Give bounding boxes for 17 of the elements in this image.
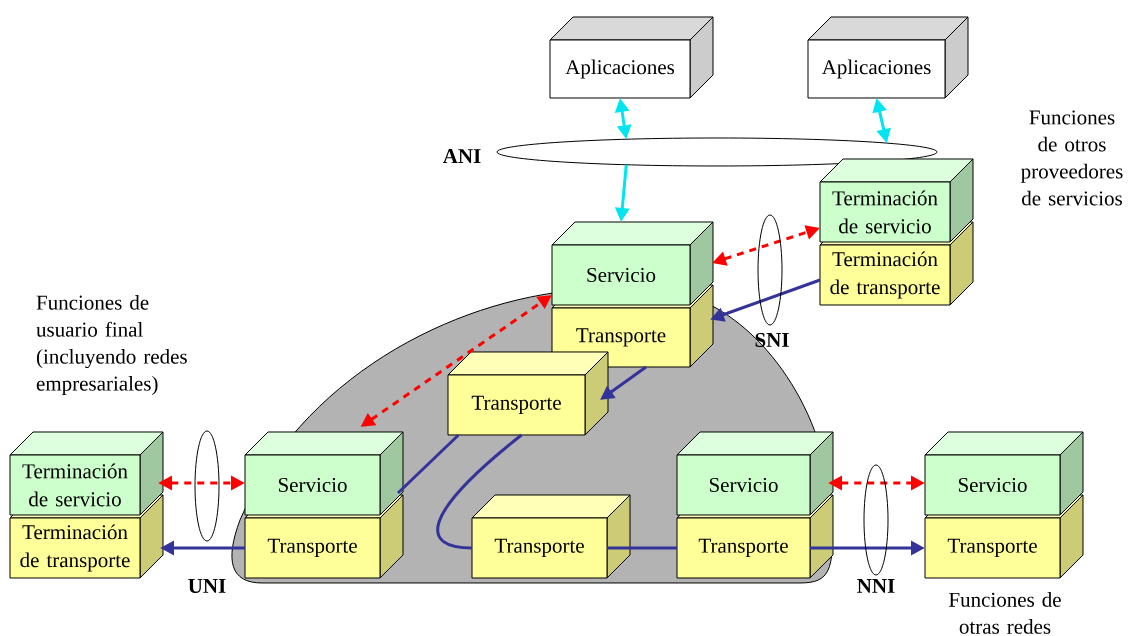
service-box: Servicio (924, 431, 1084, 516)
service-box: Terminación de servicio (9, 431, 164, 516)
transport-box: Transporte (447, 351, 609, 436)
service-box: Terminación de servicio (819, 158, 974, 243)
caption-text: Funciones de usuario final (incluyendo redes empresariales) (36, 294, 187, 395)
interface-label: ANI (442, 149, 481, 163)
interface-ring: NNI (857, 464, 895, 593)
interface-ring: UNI (188, 430, 226, 593)
application-box: Aplicaciones (549, 16, 714, 99)
service-box: Servicio (676, 431, 834, 516)
service-box: Servicio (551, 221, 714, 306)
service-box: Servicio (244, 431, 404, 516)
interface-ellipse (496, 137, 938, 167)
interface-ring: SNI (755, 214, 789, 348)
application-box: Aplicaciones (807, 16, 969, 99)
transport-box: Transporte (471, 494, 631, 579)
caption-text: Funciones de otros proveedores de servicios (1021, 110, 1123, 206)
